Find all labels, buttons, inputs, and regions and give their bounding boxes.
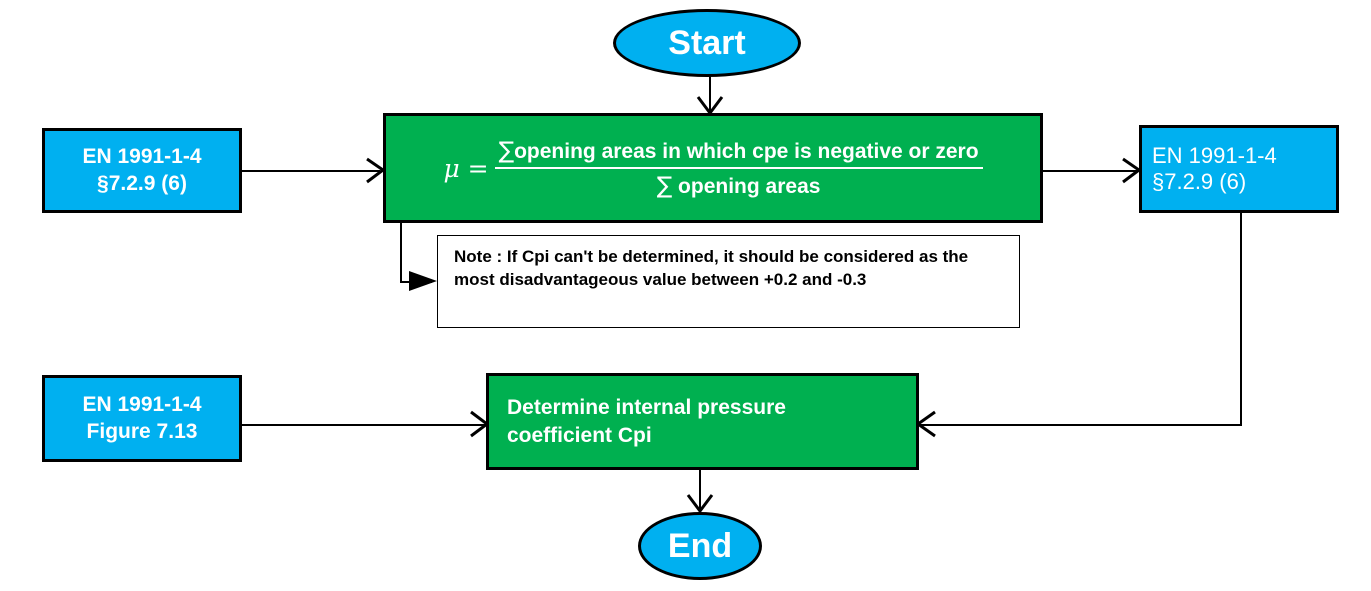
ref-top-left-line1: EN 1991-1-4: [82, 145, 202, 169]
edge-reftopright-to-determine-vertical: [1240, 213, 1242, 426]
edge-formula-to-note-horizontal: [400, 281, 432, 283]
edge-formula-to-reftopright: [1043, 170, 1138, 172]
node-ref-top-right[interactable]: EN 1991-1-4 §7.2.9 (6): [1139, 125, 1339, 213]
node-note: Note : If Cpi can't be determined, it sh…: [437, 235, 1020, 328]
formula-numerator-text: opening areas in which cpe is negative o…: [514, 139, 979, 163]
edge-reftopleft-to-formula: [242, 170, 380, 172]
ref-top-left-line2: §7.2.9 (6): [97, 171, 187, 195]
formula-numerator: ∑opening areas in which cpe is negative …: [495, 138, 983, 167]
determine-cpi-line2: coefficient Cpi: [507, 423, 652, 447]
ref-top-right-line2: §7.2.9 (6): [1152, 169, 1247, 194]
node-ref-top-left[interactable]: EN 1991-1-4 §7.2.9 (6): [42, 128, 242, 213]
sigma-icon: ∑: [656, 172, 673, 199]
formula-content: μ = ∑opening areas in which cpe is negat…: [386, 116, 1040, 220]
start-label: Start: [668, 24, 746, 62]
note-text: Note : If Cpi can't be determined, it sh…: [454, 247, 969, 290]
end-label: End: [667, 527, 733, 565]
edge-refbottomleft-to-determine: [242, 424, 486, 426]
edge-reftopright-to-determine-horizontal: [919, 424, 1242, 426]
node-start[interactable]: Start: [613, 9, 801, 77]
node-formula[interactable]: μ = ∑opening areas in which cpe is negat…: [383, 113, 1043, 223]
node-ref-bottom-left[interactable]: EN 1991-1-4 Figure 7.13: [42, 375, 242, 462]
ref-bottom-left-line2: Figure 7.13: [86, 419, 198, 443]
ref-top-right-line1: EN 1991-1-4: [1152, 142, 1277, 168]
sigma-icon: ∑: [498, 137, 515, 164]
formula-denominator-text: opening areas: [678, 174, 821, 198]
node-determine-cpi[interactable]: Determine internal pressure coefficient …: [486, 373, 919, 470]
determine-cpi-line1: Determine internal pressure: [507, 396, 786, 420]
formula-fraction: ∑opening areas in which cpe is negative …: [494, 138, 983, 199]
edge-start-to-formula: [709, 76, 711, 111]
ref-bottom-left-line1: EN 1991-1-4: [82, 393, 202, 417]
fraction-bar: [494, 166, 983, 169]
formula-lhs: μ =: [443, 153, 489, 183]
node-end[interactable]: End: [638, 512, 762, 580]
edge-formula-to-note-vertical: [400, 222, 402, 282]
edge-determine-to-end: [699, 470, 701, 512]
formula-denominator: ∑ opening areas: [653, 169, 825, 199]
